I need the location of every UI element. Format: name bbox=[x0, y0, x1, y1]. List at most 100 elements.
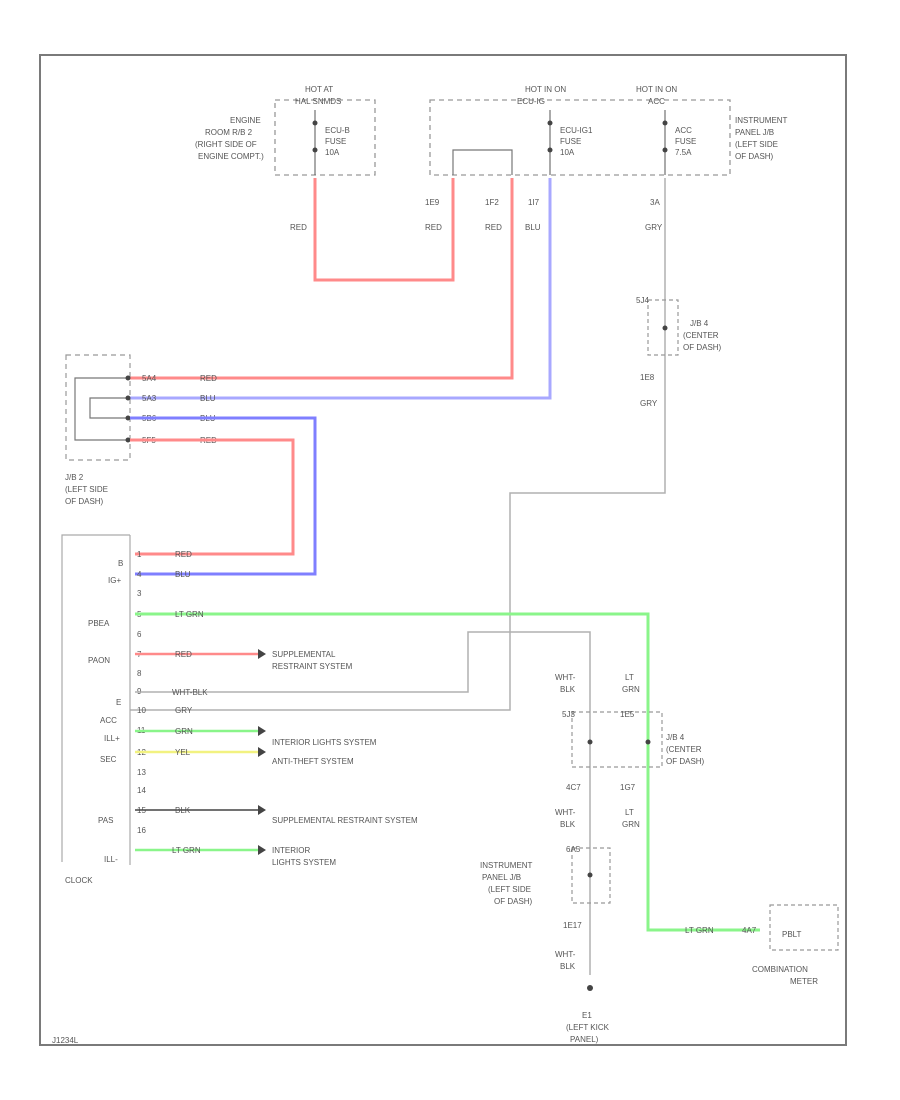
ill-minus-wire-label: LT GRN bbox=[172, 846, 201, 855]
fuse-hal-label: HAL SNMDS bbox=[295, 97, 341, 106]
jb4b-label-1: J/B 4 bbox=[666, 733, 685, 742]
fuse-ecu-ig-label: ECU-IG bbox=[517, 97, 545, 106]
clock-pin-acc: ACC bbox=[100, 716, 117, 725]
srs-dest-1-line2: RESTRAINT SYSTEM bbox=[272, 662, 353, 671]
clock-wire-red-label: RED bbox=[175, 550, 192, 559]
wire-gry-acc bbox=[130, 178, 666, 711]
wht-blk-label-3b: BLK bbox=[560, 962, 576, 971]
hot-in-on-label-1: HOT IN ON bbox=[525, 85, 566, 94]
clock-num-14: 14 bbox=[137, 786, 146, 795]
jb4b-label-2: (CENTER bbox=[666, 745, 702, 754]
instrument-jb-top-line4: OF DASH) bbox=[735, 152, 774, 161]
engine-room-line3: (RIGHT SIDE OF bbox=[195, 140, 257, 149]
wht-blk-label-1a: WHT- bbox=[555, 673, 576, 682]
wire-label-gry-1: GRY bbox=[645, 223, 663, 232]
hot-at-label: HOT AT bbox=[305, 85, 333, 94]
diagram-frame bbox=[39, 54, 847, 1046]
pin-3a: 3A bbox=[650, 198, 660, 207]
fuse1-terminal bbox=[312, 120, 318, 126]
engine-room-line4: ENGINE COMPT.) bbox=[198, 152, 264, 161]
clock-num-8: 8 bbox=[137, 669, 142, 678]
combination-meter: LT GRN 4A7 PBLT COMBINATION METER bbox=[685, 904, 839, 986]
fuse1-line3: 10A bbox=[325, 148, 340, 157]
fuse2-line2: FUSE bbox=[560, 137, 581, 146]
combo-wire-label: LT GRN bbox=[685, 926, 714, 935]
jb4b-label-3: OF DASH) bbox=[666, 757, 705, 766]
ground-name-1: E1 bbox=[582, 1011, 592, 1020]
jb4-center-top: 5J4 J/B 4 (CENTER OF DASH) 1E8 GRY bbox=[636, 296, 722, 408]
pas-wire-label: BLK bbox=[175, 806, 191, 815]
combo-pin: 4A7 bbox=[742, 926, 757, 935]
fuse-block-engine-room: HOT AT HAL SNMDS ENGINE ROOM R/B 2 (RIGH… bbox=[195, 85, 376, 176]
jb4-pin-top: 5J4 bbox=[636, 296, 649, 305]
jb4-label-3: OF DASH) bbox=[683, 343, 722, 352]
srs-dest-2: SUPPLEMENTAL RESTRAINT SYSTEM bbox=[272, 816, 418, 825]
wire-label-gry-2: GRY bbox=[640, 399, 658, 408]
pin-1f2: 1F2 bbox=[485, 198, 499, 207]
wire-red-to-clock bbox=[130, 438, 295, 556]
clock-num-6: 6 bbox=[137, 630, 142, 639]
ground-pin-6a5: 6A5 bbox=[566, 845, 581, 854]
wire-red-to-jb2 bbox=[130, 178, 514, 380]
jb4-label-2: (CENTER bbox=[683, 331, 719, 340]
clock-num-13: 13 bbox=[137, 768, 146, 777]
fuse3-line2: FUSE bbox=[675, 137, 696, 146]
wire-blu-to-clock bbox=[130, 416, 317, 576]
jb2-pin-2: 5A3 bbox=[142, 394, 157, 403]
ground-pin-4c7: 4C7 bbox=[566, 783, 581, 792]
ill-wire-label: GRN bbox=[175, 727, 193, 736]
wire-label-red-1: RED bbox=[290, 223, 307, 232]
wht-blk-label-2a: WHT- bbox=[555, 808, 576, 817]
ground-pin-1g7: 1G7 bbox=[620, 783, 636, 792]
pbea-wire-label: LT GRN bbox=[175, 610, 204, 619]
instrument-jb-top-line1: INSTRUMENT bbox=[735, 116, 788, 125]
clock-num-1: 1 bbox=[137, 550, 142, 559]
combo-inner: PBLT bbox=[782, 930, 802, 939]
wht-blk-label-3a: WHT- bbox=[555, 950, 576, 959]
ground-point bbox=[587, 985, 593, 991]
ground-section: WHT- BLK LT GRN 5J3 1E5 J/B 4 (CENTER OF… bbox=[480, 673, 705, 1044]
fuse3-line1: ACC bbox=[675, 126, 692, 135]
engine-room-line1: ENGINE bbox=[230, 116, 261, 125]
fuse-acc-label: ACC bbox=[648, 97, 665, 106]
engine-room-line2: ROOM R/B 2 bbox=[205, 128, 253, 137]
lt-grn-label-1b: GRN bbox=[622, 685, 640, 694]
arrow-paon bbox=[258, 649, 266, 659]
combo-label-2: METER bbox=[790, 977, 818, 986]
jb4-label-1: J/B 4 bbox=[690, 319, 709, 328]
wire-label-blu-1: BLU bbox=[525, 223, 541, 232]
arrow-ill-minus bbox=[258, 845, 266, 855]
arrow-pas bbox=[258, 805, 266, 815]
clock-pin-paon: PAON bbox=[88, 656, 110, 665]
clock-pin-pas: PAS bbox=[98, 816, 113, 825]
ground-name-2: (LEFT KICK bbox=[566, 1023, 610, 1032]
instrument-jb-bot-4: OF DASH) bbox=[494, 897, 533, 906]
ground-pin-1e17: 1E17 bbox=[563, 921, 582, 930]
pin-1e9: 1E9 bbox=[425, 198, 440, 207]
arrow-ill bbox=[258, 726, 266, 736]
fuse1-line2: FUSE bbox=[325, 137, 346, 146]
pin-1i7: 1I7 bbox=[528, 198, 540, 207]
instrument-jb-top-line2: PANEL J/B bbox=[735, 128, 774, 137]
instrument-jb-top-line3: (LEFT SIDE bbox=[735, 140, 778, 149]
clock-num-3: 3 bbox=[137, 589, 142, 598]
srs-dest-1-line1: SUPPLEMENTAL bbox=[272, 650, 336, 659]
clock-pin-ill-minus: ILL- bbox=[104, 855, 118, 864]
clock-pin-ill: ILL+ bbox=[104, 734, 120, 743]
clock-pin-pbea: PBEA bbox=[88, 619, 110, 628]
fuse1-line1: ECU-B bbox=[325, 126, 350, 135]
hot-in-on-label-2: HOT IN ON bbox=[636, 85, 677, 94]
wire-wht-blk-e bbox=[135, 631, 591, 975]
wire-label-red-2: RED bbox=[425, 223, 442, 232]
instrument-jb-bot-1: INSTRUMENT bbox=[480, 861, 533, 870]
jb2-wire-1: RED bbox=[200, 374, 217, 383]
sec-wire-label: YEL bbox=[175, 748, 191, 757]
wht-blk-label-2b: BLK bbox=[560, 820, 576, 829]
ground-name-3: PANEL) bbox=[570, 1035, 599, 1044]
e-wire-label: WHT-BLK bbox=[172, 688, 208, 697]
clock-num-10: 10 bbox=[137, 706, 146, 715]
wire-red-fuse-loop bbox=[313, 178, 455, 282]
acc-wire-label: GRY bbox=[175, 706, 193, 715]
lt-grn-label-1a: LT bbox=[625, 673, 634, 682]
